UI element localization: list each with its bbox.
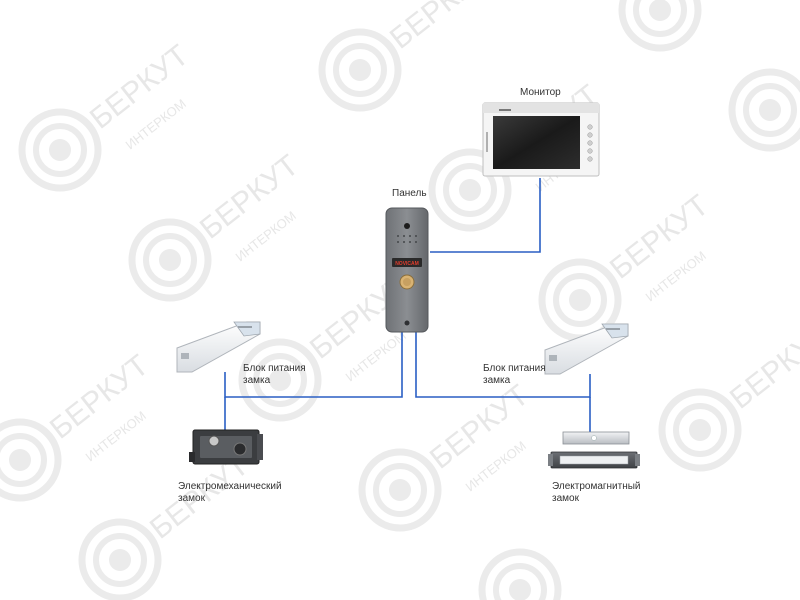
psu-left-slot xyxy=(181,353,189,359)
monitor-button xyxy=(587,124,593,130)
lock-left-cylinder xyxy=(208,435,220,447)
psu-right-label-line1: Блок питания xyxy=(483,363,546,374)
monitor xyxy=(482,102,600,177)
monitor-screen xyxy=(493,116,580,169)
psu-left-top xyxy=(233,321,261,337)
monitor-button xyxy=(587,132,593,138)
psu-left-label-line1: Блок питания xyxy=(243,363,306,374)
electromagnetic-lock xyxy=(548,431,640,469)
lock-left-mount xyxy=(189,452,195,462)
monitor-button xyxy=(587,140,593,146)
wire-panel-right-lock xyxy=(415,332,591,398)
maglock-plate xyxy=(559,455,629,465)
monitor-button xyxy=(587,156,593,162)
psu-right xyxy=(544,323,629,375)
psu-left xyxy=(176,321,261,373)
maglock-led xyxy=(591,435,597,441)
monitor-button xyxy=(587,148,593,154)
psu-right-label-line2: замка xyxy=(483,375,511,386)
lock-left-label-line2: замок xyxy=(178,493,205,504)
psu-right-slot xyxy=(549,355,557,361)
monitor-label: Монитор xyxy=(520,87,561,98)
lock-left-strike xyxy=(257,434,263,460)
maglock-end-right xyxy=(635,454,640,466)
panel-body xyxy=(385,207,429,333)
lock-left-knob xyxy=(233,442,247,456)
panel-speaker-grille xyxy=(397,235,417,243)
panel-call-button-center xyxy=(403,278,411,286)
maglock-end-left xyxy=(548,454,553,466)
panel-brand: NOVICAM xyxy=(395,261,419,267)
call-panel: NOVICAM xyxy=(385,207,429,333)
monitor-logo xyxy=(499,109,511,111)
panel-label: Панель xyxy=(392,188,427,199)
panel-camera-lens xyxy=(404,223,410,229)
panel-brand-plate xyxy=(392,258,422,267)
panel-microphone xyxy=(404,320,410,326)
wires xyxy=(224,178,591,432)
monitor-buttons xyxy=(587,124,593,162)
electromechanical-lock xyxy=(189,429,263,465)
monitor-top-bar xyxy=(483,103,599,113)
lock-right-label-line1: Электромагнитный xyxy=(552,481,641,492)
lock-left-label-line1: Электромеханический xyxy=(178,481,282,492)
lock-right-label: Электромагнитный замок xyxy=(552,481,641,505)
lock-left-label: Электромеханический замок xyxy=(178,481,282,505)
psu-right-top xyxy=(601,323,629,339)
psu-left-label: Блок питания замка xyxy=(243,363,306,387)
wire-panel-left-lock xyxy=(224,332,403,398)
psu-left-label-line2: замка xyxy=(243,375,271,386)
wire-panel-monitor xyxy=(430,178,541,253)
lock-right-label-line2: замок xyxy=(552,493,579,504)
psu-right-label: Блок питания замка xyxy=(483,363,546,387)
